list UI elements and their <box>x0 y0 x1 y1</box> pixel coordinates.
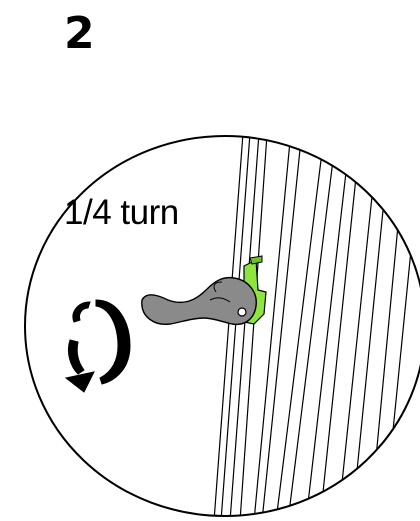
cam-latch-icon <box>141 276 257 326</box>
turn-instruction-label: 1/4 turn <box>64 193 179 232</box>
step-number: 2 <box>64 8 95 59</box>
detail-circle <box>24 135 420 517</box>
rotate-arrow-icon <box>64 299 131 393</box>
